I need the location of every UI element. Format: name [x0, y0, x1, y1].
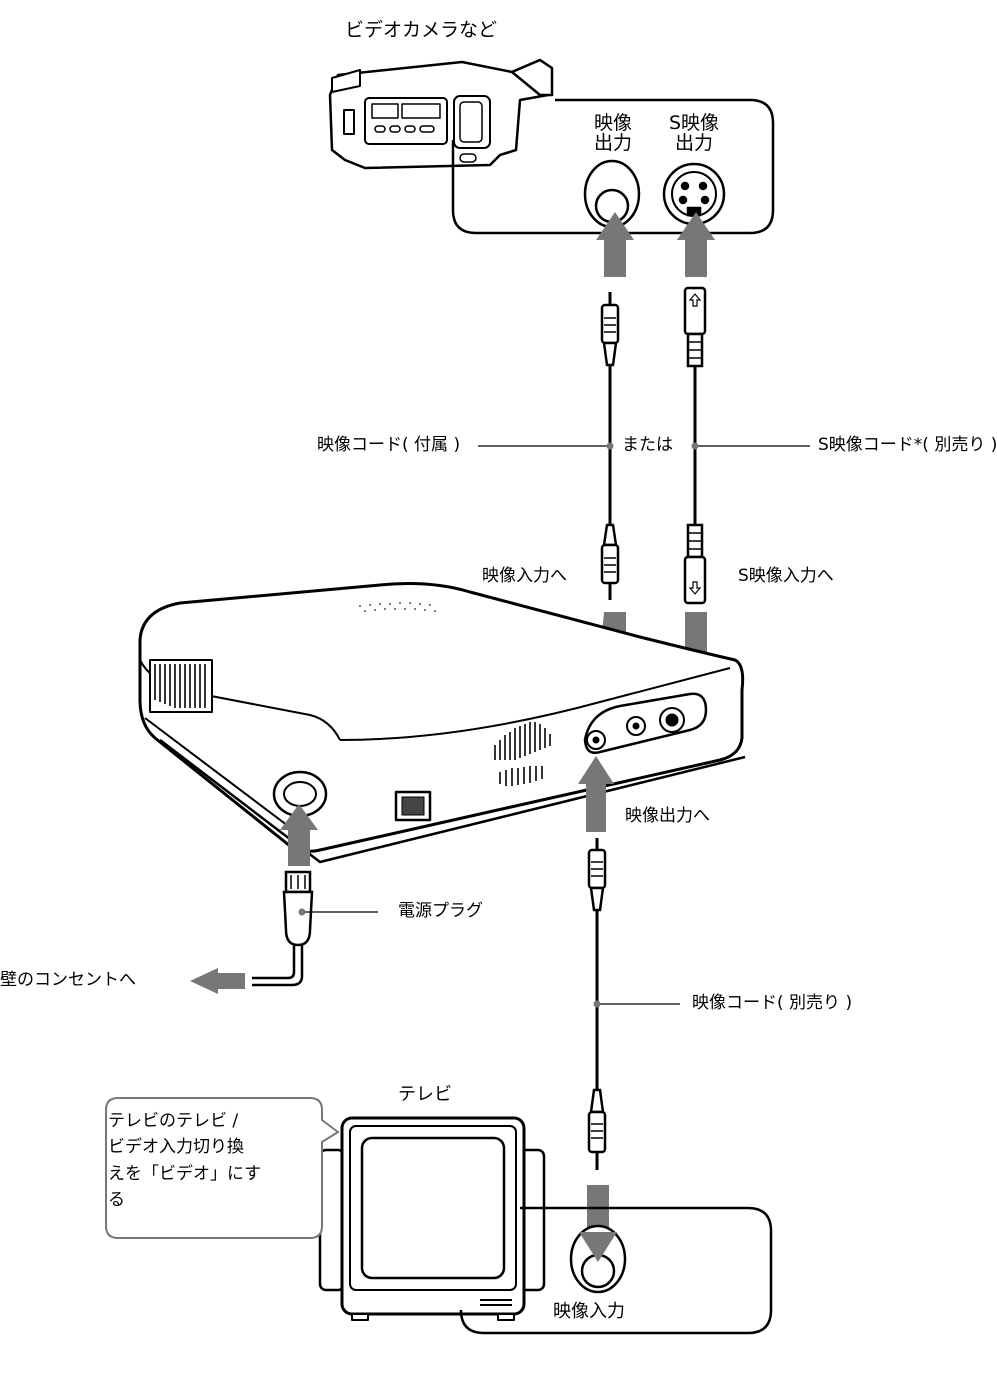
camcorder-illustration — [328, 58, 554, 170]
camera-video-out-line1: 映像 — [593, 112, 632, 134]
video-cord-optional-label: 映像コード( 別売り ) — [692, 993, 853, 1013]
arrow-up-s-video-out — [677, 212, 715, 277]
or-label: または — [622, 435, 673, 455]
arrow-left-wall-outlet — [190, 968, 245, 994]
tv-input-panel — [459, 1206, 773, 1335]
camera-video-out-jack — [583, 159, 641, 229]
camera-video-out-line2: 出力 — [593, 131, 632, 154]
camera-s-video-out-jack — [662, 162, 726, 226]
tv-label: テレビ — [398, 1084, 452, 1105]
power-plug — [252, 870, 314, 987]
camera-s-video-out-line2: 出力 — [674, 131, 713, 154]
arrow-up-video-out — [596, 212, 634, 277]
camera-s-video-out-label: S映像 出力 — [660, 112, 728, 154]
s-video-cord-label: S映像コード*( 別売り ) — [818, 435, 997, 455]
tv-illustration — [318, 1116, 546, 1321]
wall-outlet-label: 壁のコンセントへ — [0, 970, 136, 990]
camcorder-label: ビデオカメラなど — [345, 19, 498, 41]
arrow-down-tv-video-in-tip — [579, 1232, 617, 1262]
to-video-in-label: 映像入力へ — [482, 566, 567, 586]
video-cord-label: 映像コード( 付属 ) — [317, 435, 461, 455]
tv-note-line-4: る — [108, 1190, 125, 1211]
to-s-video-in-label: S映像入力へ — [738, 566, 834, 586]
tv-video-in-label: 映像入力 — [553, 1301, 625, 1322]
tv-note-bubble — [105, 1097, 340, 1239]
tv-note-line-1: テレビのテレビ / — [108, 1111, 239, 1131]
power-plug-label: 電源プラグ — [398, 901, 483, 921]
camera-video-out-label: 映像 出力 — [585, 112, 641, 154]
to-video-out-label: 映像出力へ — [625, 806, 710, 826]
camera-port-panel — [451, 98, 775, 235]
video-cord-to-tv — [587, 838, 607, 1170]
arrow-up-video-out-unit — [578, 756, 614, 832]
camera-s-video-out-line1: S映像 — [668, 112, 720, 134]
tv-note: テレビのテレビ / ビデオ入力切り換 えを「ビデオ」にす る — [108, 1108, 308, 1213]
tv-note-line-2: ビデオ入力切り換 — [108, 1137, 244, 1158]
tv-note-line-3: えを「ビデオ」にす — [108, 1163, 262, 1184]
arrow-up-power-inlet — [280, 804, 318, 866]
